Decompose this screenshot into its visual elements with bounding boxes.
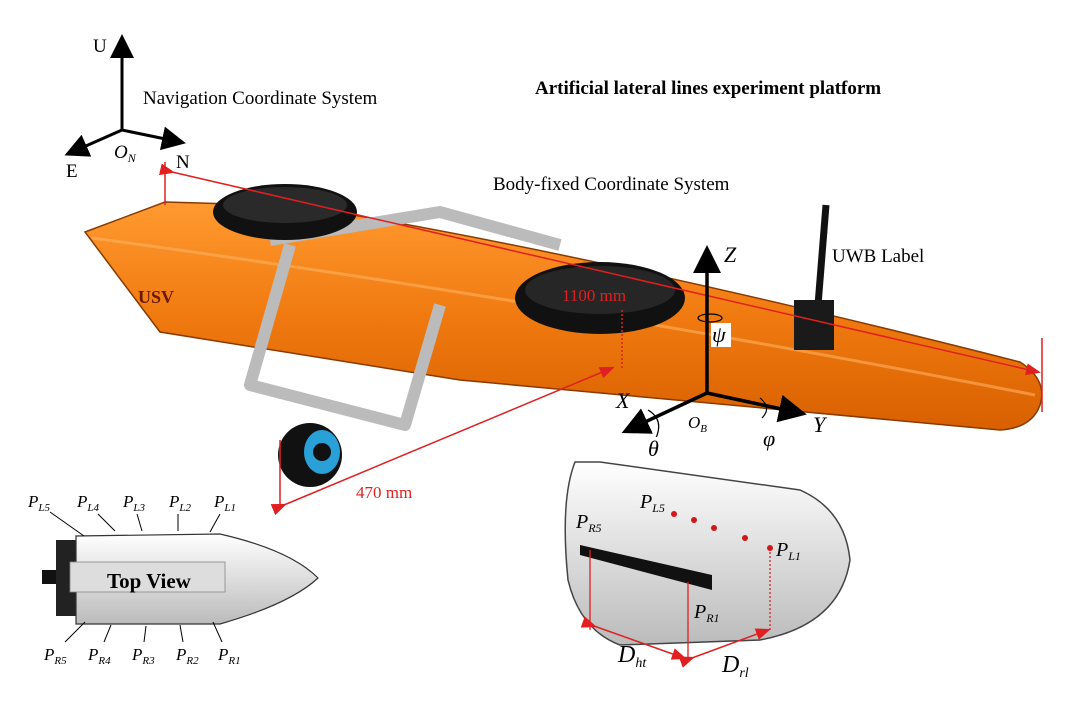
navigation-axes: U E N ON Navigation Coordinate System bbox=[64, 34, 378, 182]
n-axis-label: N bbox=[176, 152, 190, 173]
x-axis-label: X bbox=[615, 388, 631, 413]
usv-label: USV bbox=[138, 287, 174, 307]
tv-left-label: PL1 bbox=[213, 492, 236, 514]
sensor-pr5-label: PR5 bbox=[575, 511, 602, 535]
yaw-rotation-icon bbox=[697, 313, 723, 323]
width-dimension bbox=[270, 366, 615, 516]
x-axis-arrow bbox=[621, 391, 708, 434]
tv-left-label: PL4 bbox=[76, 492, 100, 514]
roll-label: φ bbox=[763, 426, 775, 451]
top-view-carrier bbox=[42, 511, 319, 643]
width-label: 470 mm bbox=[356, 483, 412, 502]
tv-right-label: PR4 bbox=[87, 645, 111, 667]
nav-origin-label: ON bbox=[114, 142, 137, 165]
yaw-label: ψ bbox=[712, 322, 726, 347]
top-view-right-labels: PR5 PR4 PR3 PR2 PR1 bbox=[43, 645, 241, 667]
tv-left-label: PL5 bbox=[27, 492, 51, 514]
length-label: 1100 mm bbox=[562, 286, 626, 305]
top-view-left-labels: PL5 PL4 PL3 PL2 PL1 bbox=[27, 492, 236, 514]
u-axis-label: U bbox=[93, 36, 107, 57]
uwb-label: UWB Label bbox=[832, 246, 924, 267]
dht-label: Dht bbox=[617, 642, 647, 671]
roll-rotation-icon bbox=[759, 397, 768, 419]
tv-left-label: PL2 bbox=[168, 492, 192, 514]
body-axes bbox=[621, 245, 807, 441]
uwb-antenna bbox=[794, 204, 834, 350]
e-axis-label: E bbox=[66, 161, 78, 182]
sensor-pl5-label: PL5 bbox=[639, 491, 665, 515]
z-axis-label: Z bbox=[724, 242, 737, 267]
sensor-dots bbox=[671, 511, 773, 551]
body-origin-label: OB bbox=[688, 413, 707, 435]
drl-label: Drl bbox=[721, 652, 749, 681]
y-axis-label: Y bbox=[813, 412, 828, 437]
page-title: Artificial lateral lines experiment plat… bbox=[535, 78, 881, 99]
sensor-pl1-label: PL1 bbox=[775, 539, 801, 563]
top-view-label: Top View bbox=[107, 569, 192, 593]
n-axis-arrow bbox=[121, 126, 186, 151]
pitch-label: θ bbox=[648, 436, 659, 461]
pitch-rotation-icon bbox=[647, 409, 660, 441]
sensor-pr1-label: PR1 bbox=[693, 601, 720, 625]
y-axis-arrow bbox=[706, 391, 807, 423]
tv-right-label: PR5 bbox=[43, 645, 67, 667]
tv-left-label: PL3 bbox=[122, 492, 146, 514]
sensor-carrier bbox=[564, 461, 851, 668]
tv-right-label: PR3 bbox=[131, 645, 155, 667]
body-system-label: Body-fixed Coordinate System bbox=[493, 174, 730, 195]
tv-right-label: PR2 bbox=[175, 645, 199, 667]
length-dimension bbox=[158, 162, 1043, 412]
e-axis-arrow bbox=[64, 128, 123, 157]
tv-right-label: PR1 bbox=[217, 645, 241, 667]
thruster bbox=[278, 423, 342, 487]
navigation-system-label: Navigation Coordinate System bbox=[143, 88, 378, 109]
